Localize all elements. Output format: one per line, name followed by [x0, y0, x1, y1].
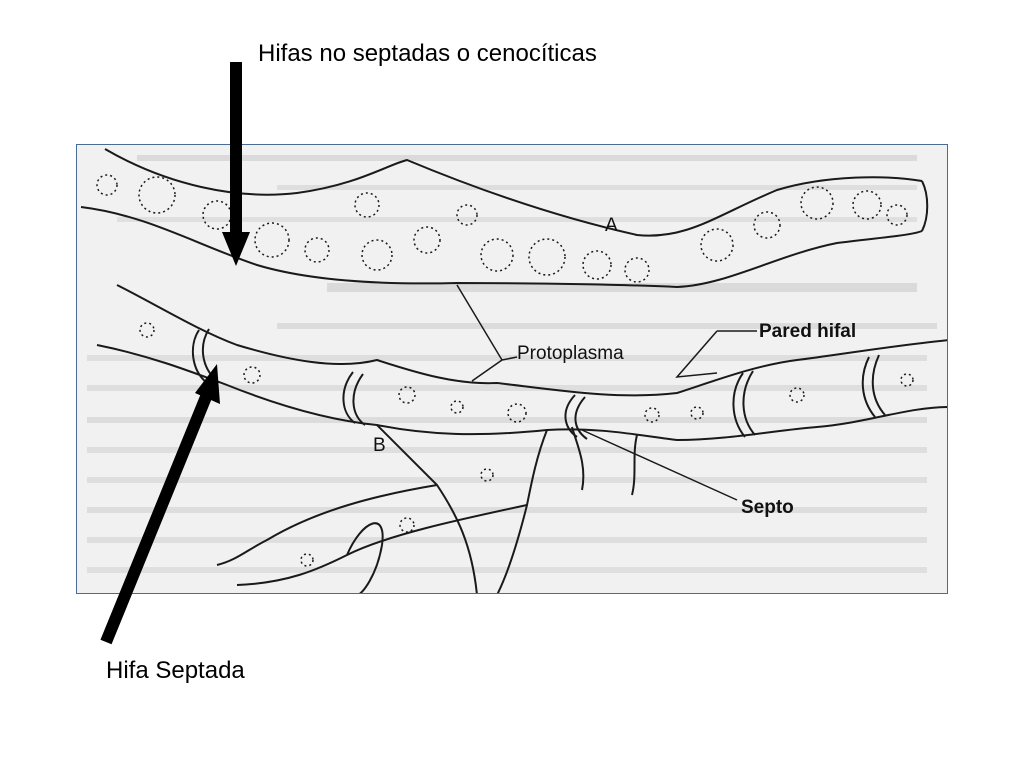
leader-septo — [581, 429, 738, 501]
hypha-b — [96, 284, 947, 593]
hypha-b-lower-wall — [96, 344, 947, 442]
hypha-a-end — [921, 180, 929, 232]
hypha-b-granules — [139, 322, 914, 567]
hypha-b-side-branch — [571, 426, 638, 496]
hyphae-illustration: A B Protoplasma Pared hifal Septo — [80, 148, 947, 593]
label-protoplasma: Protoplasma — [517, 343, 624, 364]
caption-non-septate-hyphae: Hifas no septadas o cenocíticas — [258, 40, 597, 67]
hypha-a-vacuoles — [96, 174, 908, 283]
hypha-b-stub — [346, 522, 384, 593]
hypha-b-branch-left-lower — [236, 504, 528, 586]
hypha-a-upper-wall — [104, 148, 923, 237]
septum-2 — [342, 371, 366, 426]
hypha-b-branch-left-upper — [216, 484, 438, 566]
caption-septate-hypha: Hifa Septada — [106, 657, 245, 684]
label-hypha-a: A — [605, 215, 618, 236]
label-pared-hifal: Pared hifal — [759, 321, 856, 342]
septum-3 — [564, 394, 588, 440]
septum-4 — [732, 370, 756, 438]
hyphae-figure: A B Protoplasma Pared hifal Septo — [76, 144, 948, 594]
background-texture — [87, 155, 937, 573]
hypha-b-branch-upper — [376, 424, 478, 593]
septum-5 — [861, 354, 886, 418]
label-septo: Septo — [741, 497, 794, 518]
leader-lines — [456, 284, 757, 501]
hypha-b-upper-wall — [116, 284, 947, 397]
label-hypha-b: B — [373, 435, 386, 456]
leader-pared-hifal — [675, 330, 757, 378]
leader-protoplasma — [456, 284, 518, 382]
